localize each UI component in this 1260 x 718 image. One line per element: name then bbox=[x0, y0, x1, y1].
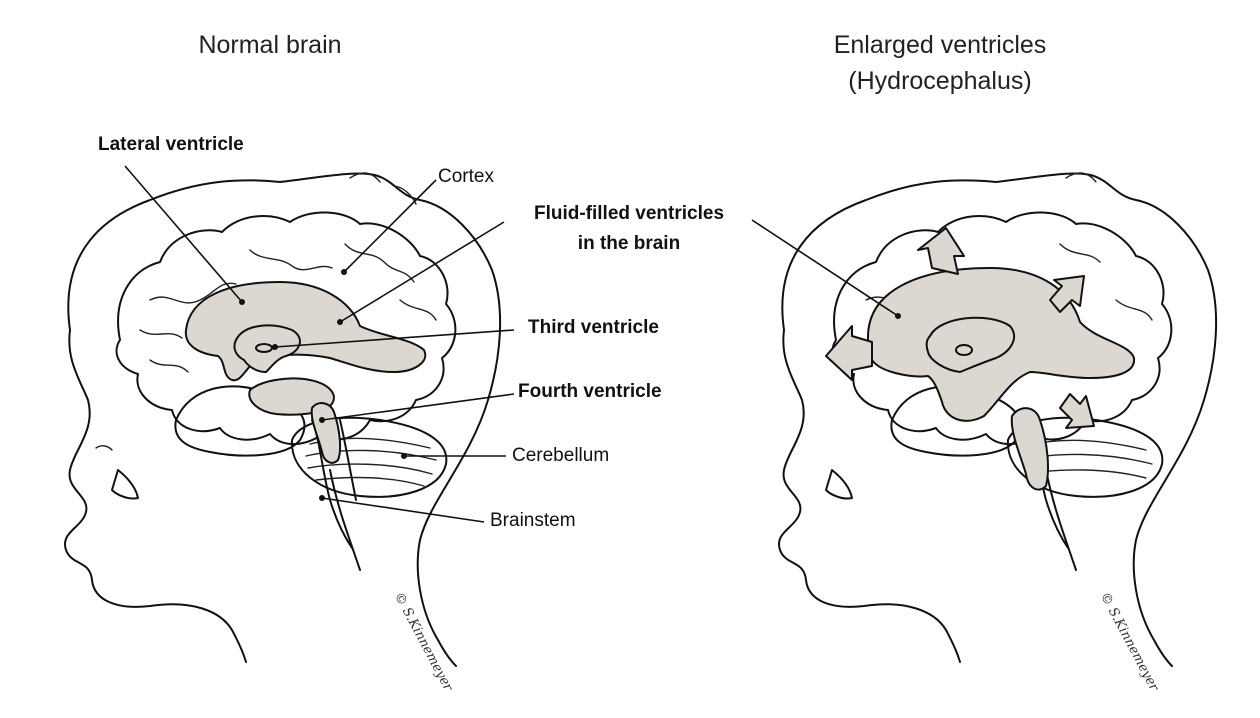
left-head bbox=[63, 172, 502, 667]
pressure-arrow-upper-right bbox=[1049, 275, 1085, 313]
leader-cortex bbox=[343, 179, 437, 273]
right-head bbox=[777, 172, 1218, 667]
label-brainstem: Brainstem bbox=[490, 510, 576, 531]
leader-lines bbox=[124, 165, 901, 523]
right-third-ventricle-enlarged bbox=[925, 316, 1015, 373]
left-brain-outline bbox=[115, 211, 457, 445]
leader-lateral-ventricle bbox=[124, 165, 243, 303]
right-panel-title-line1: Enlarged ventricles bbox=[833, 31, 1047, 59]
leader-fluid-filled bbox=[339, 221, 505, 323]
pressure-arrow-up bbox=[917, 227, 965, 275]
label-third-ventricle: Third ventricle bbox=[528, 317, 659, 338]
right-head-outline bbox=[781, 172, 1218, 667]
left-lateral-ventricle bbox=[184, 281, 427, 382]
right-face-profile bbox=[777, 329, 961, 663]
left-cerebellum bbox=[290, 416, 448, 498]
left-face-profile bbox=[63, 329, 247, 663]
leader-fourth-ventricle bbox=[321, 393, 515, 421]
right-panel-title-line2: (Hydrocephalus) bbox=[848, 67, 1032, 95]
right-brain-outline bbox=[831, 211, 1173, 445]
label-cortex: Cortex bbox=[438, 166, 494, 187]
label-fluid-filled-line1: Fluid-filled ventricles bbox=[533, 203, 725, 224]
label-cerebellum: Cerebellum bbox=[512, 445, 610, 466]
left-third-ventricle bbox=[233, 324, 301, 373]
right-fourth-ventricle-enlarged bbox=[1010, 407, 1049, 491]
left-head-outline bbox=[67, 172, 502, 667]
label-lateral-ventricle: Lateral ventricle bbox=[98, 134, 244, 155]
left-panel-title: Normal brain bbox=[198, 31, 342, 59]
left-ear bbox=[111, 469, 139, 500]
pressure-arrow-lower-right bbox=[1059, 393, 1095, 429]
label-fourth-ventricle: Fourth ventricle bbox=[518, 381, 662, 402]
leader-third-ventricle bbox=[274, 329, 515, 348]
right-ear bbox=[825, 469, 853, 500]
label-fluid-filled-line2: in the brain bbox=[577, 233, 681, 254]
leader-brainstem bbox=[321, 497, 485, 523]
pressure-arrow-left bbox=[825, 325, 873, 381]
